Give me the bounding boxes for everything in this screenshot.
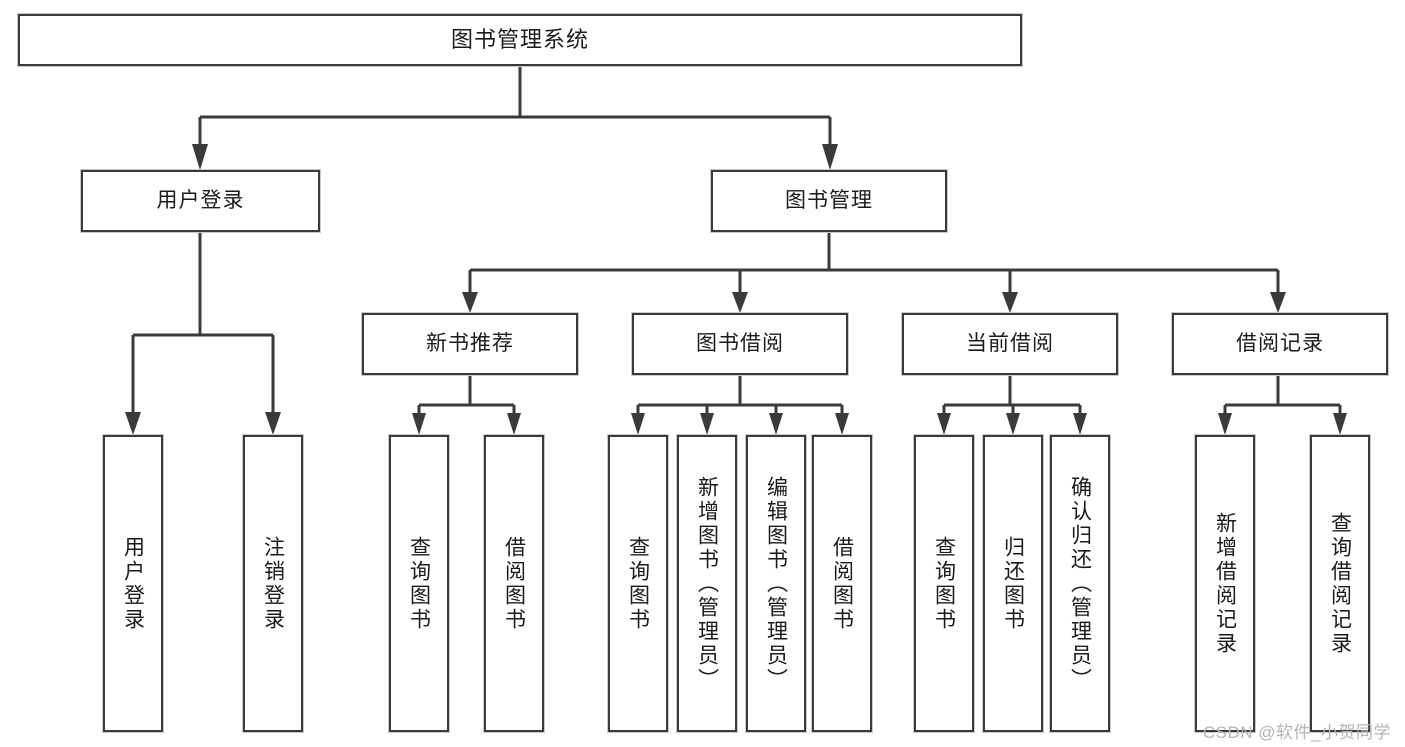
leaf-label: 新增图书（管理员） <box>695 475 719 692</box>
leaf-user-login-signout[interactable]: 注销登录 <box>243 435 303 732</box>
leaf-label: 查询图书 <box>626 535 650 632</box>
leaf-label: 查询借阅记录 <box>1328 511 1352 656</box>
node-new-book-recommend[interactable]: 新书推荐 <box>362 313 578 375</box>
leaf-label: 借阅图书 <box>502 535 526 632</box>
leaf-record-add-record[interactable]: 新增借阅记录 <box>1195 435 1255 732</box>
node-book-borrow[interactable]: 图书借阅 <box>632 313 848 375</box>
leaf-recommend-borrow-book[interactable]: 借阅图书 <box>484 435 544 732</box>
leaf-borrow-borrow-book[interactable]: 借阅图书 <box>812 435 872 732</box>
watermark: CSDN @软件_小贺同学 <box>1202 723 1391 742</box>
leaf-label: 注销登录 <box>261 535 285 632</box>
leaf-label: 借阅图书 <box>830 535 854 632</box>
leaf-label: 查询图书 <box>932 535 956 632</box>
leaf-record-query-record[interactable]: 查询借阅记录 <box>1310 435 1370 732</box>
node-user-login[interactable]: 用户登录 <box>81 170 320 232</box>
leaf-label: 确认归还（管理员） <box>1068 475 1092 692</box>
leaf-label: 用户登录 <box>121 535 145 632</box>
node-borrow-record[interactable]: 借阅记录 <box>1172 313 1388 375</box>
leaf-borrow-add-book-admin[interactable]: 新增图书（管理员） <box>677 435 737 732</box>
leaf-current-confirm-return-admin[interactable]: 确认归还（管理员） <box>1050 435 1110 732</box>
leaf-current-query-book[interactable]: 查询图书 <box>914 435 974 732</box>
leaf-borrow-query-book[interactable]: 查询图书 <box>608 435 668 732</box>
leaf-label: 编辑图书（管理员） <box>764 475 788 692</box>
node-root-system[interactable]: 图书管理系统 <box>18 14 1022 66</box>
node-book-management[interactable]: 图书管理 <box>711 170 947 232</box>
leaf-label: 归还图书 <box>1001 535 1025 632</box>
leaf-user-login-signin[interactable]: 用户登录 <box>103 435 163 732</box>
node-current-borrow[interactable]: 当前借阅 <box>902 313 1118 375</box>
leaf-label: 新增借阅记录 <box>1213 511 1237 656</box>
leaf-current-return-book[interactable]: 归还图书 <box>983 435 1043 732</box>
leaf-recommend-query-book[interactable]: 查询图书 <box>389 435 449 732</box>
leaf-label: 查询图书 <box>407 535 431 632</box>
leaf-borrow-edit-book-admin[interactable]: 编辑图书（管理员） <box>746 435 806 732</box>
